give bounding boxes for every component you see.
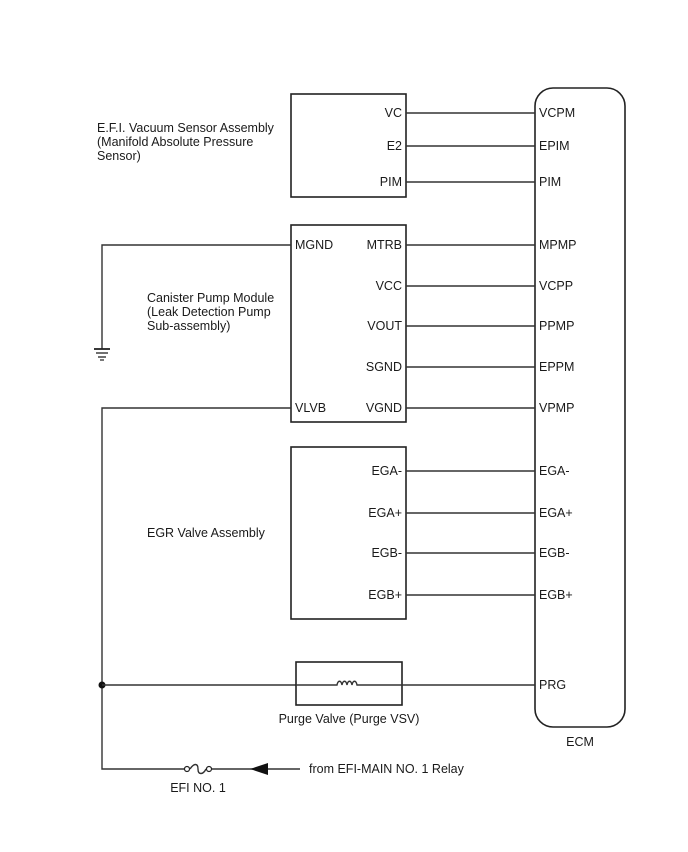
ecm-pin-label: EGA- — [539, 464, 570, 478]
pin-connection: EGA- EGA- — [371, 464, 569, 478]
egr-valve-box — [290, 446, 407, 620]
ecm-pin-label: PIM — [539, 175, 561, 189]
component-pin-label: EGA- — [371, 464, 402, 478]
ecm-pin-label: VPMP — [539, 401, 574, 415]
ecm-pin-label: EPPM — [539, 360, 574, 374]
pin-connection: EGB- EGB- — [371, 546, 569, 560]
pin-connection: VCC VCPP — [376, 279, 573, 293]
ecm-pin-label: EGB- — [539, 546, 570, 560]
purge-valve-name: Purge Valve (Purge VSV) — [279, 712, 420, 726]
svg-text:Canister Pump Module: Canister Pump Module — [147, 291, 274, 305]
svg-text:(Leak Detection Pump: (Leak Detection Pump — [147, 305, 271, 319]
ecm-pin-label: VCPM — [539, 106, 575, 120]
fuse-label: EFI NO. 1 — [170, 781, 226, 795]
canister-pump-box — [290, 224, 407, 423]
svg-text:Sensor): Sensor) — [97, 149, 141, 163]
pin-connection: VGND VPMP — [366, 401, 575, 415]
pin-connection: MTRB MPMP — [367, 238, 577, 252]
component-pin-label: VCC — [376, 279, 402, 293]
pin-connection: EGB+ EGB+ — [368, 588, 572, 602]
component-pin-label: VC — [385, 106, 402, 120]
svg-text:Sub-assembly): Sub-assembly) — [147, 319, 230, 333]
pin-connection: VC VCPM — [385, 106, 576, 120]
svg-text:E.F.I. Vacuum Sensor Assembly: E.F.I. Vacuum Sensor Assembly — [97, 121, 275, 135]
vlvb-supply-wire — [101, 407, 291, 770]
ecm-pin-prg: PRG — [539, 678, 566, 692]
svg-text:(Manifold Absolute Pressure: (Manifold Absolute Pressure — [97, 135, 253, 149]
component-pin-label: EGA+ — [368, 506, 402, 520]
fuse-icon — [183, 763, 213, 775]
pin-connection: E2 EPIM — [387, 139, 570, 153]
component-pin-label: E2 — [387, 139, 402, 153]
pin-vlvb: VLVB — [295, 401, 326, 415]
egr-valve-name: EGR Valve Assembly — [147, 526, 266, 540]
component-pin-label: EGB+ — [368, 588, 402, 602]
ecm-label: ECM — [566, 735, 594, 749]
pin-connection: PIM PIM — [380, 175, 561, 189]
component-pin-label: EGB- — [371, 546, 402, 560]
ecm-pin-label: VCPP — [539, 279, 573, 293]
pin-connection: SGND EPPM — [366, 360, 575, 374]
ecm-pin-label: PPMP — [539, 319, 574, 333]
ecm-pin-label: EGB+ — [539, 588, 573, 602]
mgnd-ground-wire — [101, 244, 291, 349]
ecm-pin-label: EPIM — [539, 139, 570, 153]
pin-mgnd: MGND — [295, 238, 333, 252]
component-pin-label: VGND — [366, 401, 402, 415]
ecm-pin-label: MPMP — [539, 238, 577, 252]
ecm-pin-label: EGA+ — [539, 506, 573, 520]
arrow-left-icon — [250, 763, 268, 775]
component-pin-label: SGND — [366, 360, 402, 374]
solenoid-coil-icon — [296, 680, 402, 686]
component-pin-label: MTRB — [367, 238, 402, 252]
pin-connection: EGA+ EGA+ — [368, 506, 572, 520]
source-label: from EFI-MAIN NO. 1 Relay — [309, 762, 465, 776]
pin-connection: VOUT PPMP — [367, 319, 574, 333]
map-sensor-name: E.F.I. Vacuum Sensor Assembly (Manifold … — [97, 121, 275, 163]
component-pin-label: PIM — [380, 175, 402, 189]
component-pin-label: VOUT — [367, 319, 402, 333]
canister-pump-name: Canister Pump Module (Leak Detection Pum… — [147, 291, 274, 333]
ground-icon — [94, 348, 110, 361]
purge-valve-box — [295, 661, 403, 706]
map-sensor-box — [290, 93, 407, 198]
